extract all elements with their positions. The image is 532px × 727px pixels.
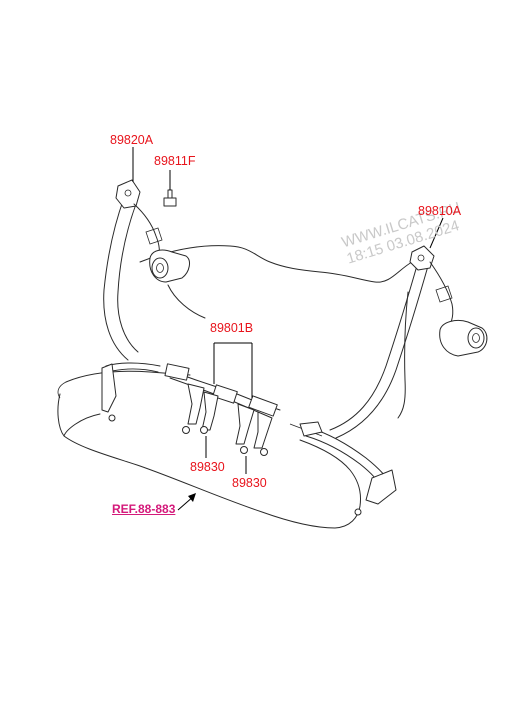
right-lap-tongue	[299, 421, 323, 437]
right-floor-anchor	[365, 469, 397, 505]
right-retractor-spool	[467, 327, 485, 349]
left-retractor-strap	[133, 203, 160, 259]
right-belt-anchor-top	[409, 245, 435, 271]
mounting-bolt	[163, 189, 177, 207]
center-buckle-tongue-2	[212, 384, 238, 404]
left-buckle-strap-b	[201, 391, 219, 431]
right-retractor-hub	[472, 333, 480, 343]
leader-89810A	[429, 217, 444, 249]
left-floor-anchor	[101, 363, 117, 413]
right-buckle-strap-b	[253, 411, 273, 449]
left-retractor-hub	[156, 263, 164, 273]
part-number-89811F[interactable]: 89811F	[154, 154, 196, 168]
part-number-89830-right[interactable]: 89830	[232, 476, 267, 490]
right-buckle-strap	[235, 403, 255, 445]
left-anchor-bolt-hole	[124, 189, 132, 197]
right-shoulder-belt	[329, 261, 429, 439]
right-buckle-bolt-b	[260, 448, 268, 456]
left-belt-anchor-top	[115, 179, 141, 209]
right-retractor-strap	[429, 261, 454, 329]
right-floor-anchor-bolt	[354, 508, 362, 516]
part-number-89820A[interactable]: 89820A	[110, 133, 154, 147]
right-buckle-bolt	[240, 446, 248, 454]
center-buckle-tongue-3	[248, 395, 278, 417]
left-floor-anchor-bolt	[108, 414, 116, 422]
part-number-89830-left[interactable]: 89830	[190, 460, 225, 474]
left-lap-belt	[105, 362, 161, 373]
left-retractor-guide	[145, 227, 163, 245]
left-shoulder-belt	[103, 197, 139, 361]
leader-89801B	[213, 342, 253, 398]
reference-link[interactable]: REF.88-883	[112, 502, 176, 516]
seat-back-outline	[139, 245, 413, 419]
right-retractor-guide	[435, 285, 453, 303]
right-anchor-bolt-hole	[417, 254, 425, 262]
part-number-89801B[interactable]: 89801B	[210, 321, 254, 335]
reference-arrow-icon	[188, 493, 196, 502]
left-buckle-bolt-b	[200, 426, 208, 434]
left-buckle-strap	[187, 383, 205, 425]
left-buckle-bolt	[182, 426, 190, 434]
part-number-89810A[interactable]: 89810A	[418, 204, 462, 218]
left-retractor-spool	[151, 257, 169, 279]
center-buckle-tongue-1	[164, 363, 190, 381]
